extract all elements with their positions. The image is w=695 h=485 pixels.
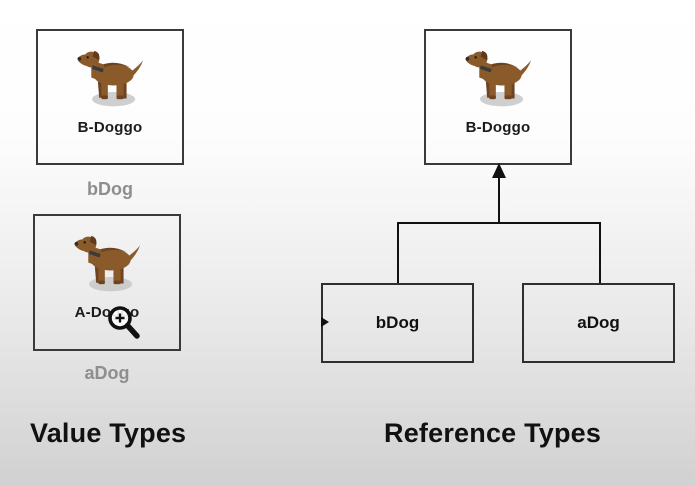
reference-box-bdog: bDog: [321, 283, 474, 363]
arrow-shaft-line: [498, 176, 500, 223]
value-bdog-object-box: B-Doggo: [36, 29, 184, 165]
value-adog-object-box: A-Doggo: [33, 214, 181, 351]
up-arrow-icon: [492, 163, 506, 178]
right-triangle-marker-icon: [321, 317, 329, 327]
dog-icon: [74, 47, 146, 111]
variable-label-bdog: bDog: [87, 179, 133, 199]
reference-box-adog: aDog: [522, 283, 675, 363]
object-name-label: B-Doggo: [465, 119, 531, 136]
reference-types-heading: Reference Types: [384, 418, 602, 448]
reference-object-box: B-Doggo: [424, 29, 572, 165]
horizontal-connector-line: [397, 222, 601, 224]
reference-label: bDog: [375, 313, 420, 332]
right-connector-line: [599, 224, 601, 283]
object-name-label: B-Doggo: [77, 119, 143, 136]
value-types-heading: Value Types: [30, 418, 187, 448]
variable-label-adog: aDog: [84, 363, 130, 383]
dog-icon: [71, 232, 143, 296]
zoom-in-cursor-icon: [105, 303, 143, 343]
left-connector-line: [397, 224, 399, 283]
reference-label: aDog: [577, 313, 620, 332]
dog-icon: [462, 47, 534, 111]
